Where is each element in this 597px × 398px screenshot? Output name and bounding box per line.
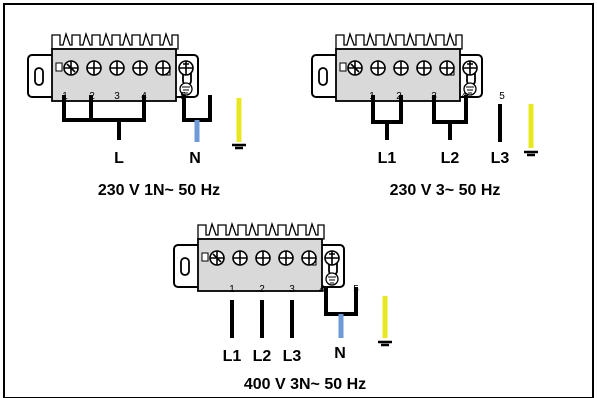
terminal-block-icon xyxy=(27,33,199,102)
wire-label-n: N xyxy=(189,150,201,167)
wire-label-l1: L1 xyxy=(378,150,397,167)
l2-bridge xyxy=(432,95,468,140)
terminal-block-icon xyxy=(173,223,345,292)
l1-bridge xyxy=(371,95,403,140)
ground-symbol-icon xyxy=(230,143,248,150)
figure-border xyxy=(3,3,594,398)
terminal-number: 2 xyxy=(259,284,265,295)
terminal-number: 1 xyxy=(229,284,235,295)
terminal-number: 3 xyxy=(289,284,295,295)
wire-label-n: N xyxy=(334,345,346,362)
terminal-number: 5 xyxy=(499,91,505,102)
diagram-caption: 230 V 3~ 50 Hz xyxy=(390,182,501,199)
diagram-caption: 230 V 1N~ 50 Hz xyxy=(98,182,220,199)
neutral-bridge xyxy=(324,287,358,316)
diagram-3phase-delta: 1 2 3 4 5 L1 L2 L3 230 V 3~ 50 Hz xyxy=(311,33,540,199)
wire-label-l3: L3 xyxy=(283,348,302,365)
wire-label-l2: L2 xyxy=(253,348,272,365)
terminal-number: 3 xyxy=(114,91,120,102)
ground-symbol-icon xyxy=(376,340,394,347)
diagram-caption: 400 V 3N~ 50 Hz xyxy=(244,376,366,393)
wire-label-l3: L3 xyxy=(491,150,510,167)
neutral-bridge xyxy=(182,95,212,122)
wire-label-l1: L1 xyxy=(223,348,242,365)
ground-symbol-icon xyxy=(522,150,540,157)
wire-label-l2: L2 xyxy=(441,150,460,167)
diagram-1phase: 1 2 3 4 5 L N 230 V 1N~ 50 Hz xyxy=(27,33,248,199)
diagram-3phase-star: 1 2 3 4 5 L1 L2 L3 N 400 V 3N~ 50 Hz xyxy=(173,223,394,393)
wire-label-l: L xyxy=(114,150,124,167)
terminal-number: 4 xyxy=(319,284,325,295)
live-wire-bridge xyxy=(62,95,146,140)
